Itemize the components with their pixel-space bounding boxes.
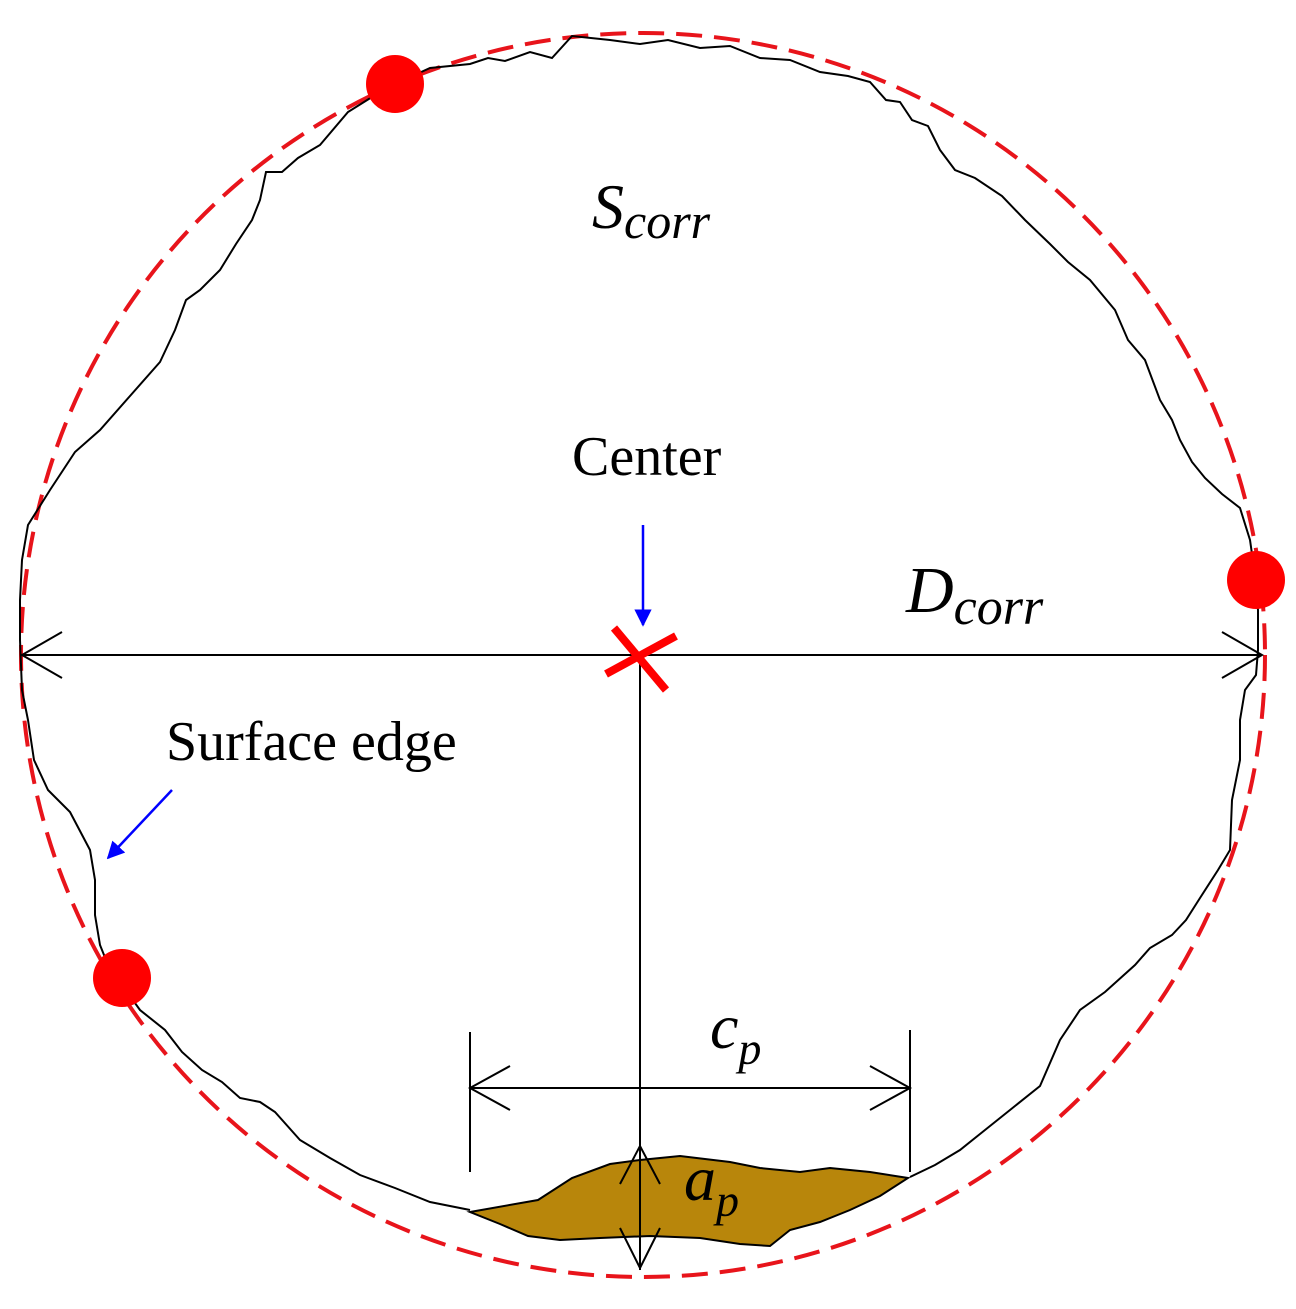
label-d-sub: corr [954,579,1044,636]
label-center: Center [572,426,722,488]
label-s-sub: corr [624,193,711,249]
label-a-p: ap [684,1143,739,1226]
center-x-marker [604,625,678,693]
red-dot-marker-left [93,949,151,1007]
label-c-p: cp [710,991,761,1074]
red-dot-marker-right [1227,551,1285,609]
label-a-main: a [684,1143,716,1214]
pit-width-dimension [467,1030,913,1172]
surface-edge-outline-left [19,83,471,1211]
label-s-main: S [592,171,624,242]
label-surface-edge: Surface edge [166,711,457,773]
surface-edge-outline [394,34,1259,1178]
label-d-corr: Dcorr [905,554,1044,636]
surface-edge-pointer-arrow [106,789,173,860]
label-c-sub: p [735,1023,761,1074]
label-d-main: D [905,554,954,627]
red-dot-marker-top [366,55,424,113]
label-c-main: c [710,991,738,1062]
label-s-corr: Scorr [592,171,711,249]
pit-depth-dimension [619,1143,661,1271]
label-a-sub: p [713,1175,739,1226]
